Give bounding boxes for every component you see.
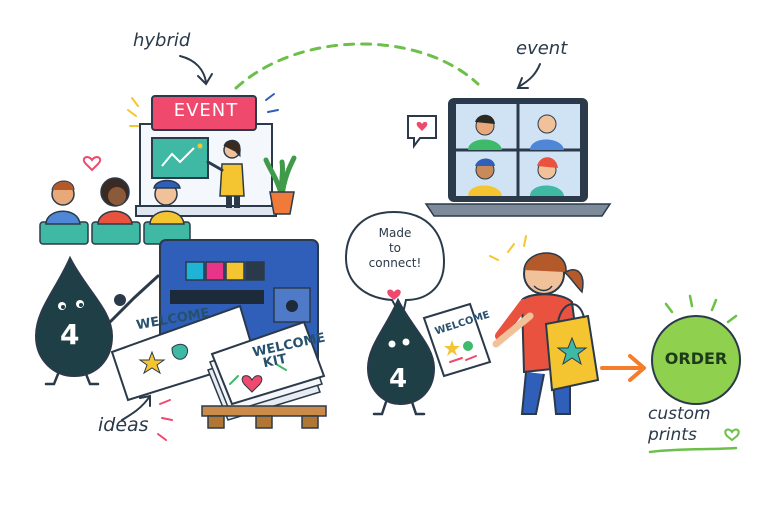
heart-icon [241, 375, 263, 393]
mascot-right-number: 4 [389, 364, 408, 394]
star-icon [138, 350, 166, 375]
heart-icon [82, 156, 102, 172]
woman-with-tote-bag [489, 235, 600, 415]
laptop-video-call [424, 98, 612, 217]
order-button-shape[interactable] [651, 315, 741, 405]
connection-dashed-arc [234, 42, 480, 90]
speech-bubble-text: Made to connect! [355, 226, 435, 271]
audience [39, 177, 191, 245]
printed-welcome-sheet [110, 304, 258, 402]
event-arrow-icon [516, 63, 541, 89]
welcome-kit-stack [201, 320, 327, 429]
heart-icon [724, 428, 740, 442]
welcome-handout [422, 302, 492, 378]
event-sign: EVENT [173, 100, 239, 121]
event-label: event [516, 38, 568, 59]
star-icon [444, 340, 460, 356]
custom-prints-line-2: prints [648, 425, 697, 445]
heart-icon [387, 289, 401, 300]
custom-prints-line-1: custom [648, 404, 711, 424]
hybrid-arrow-icon [179, 55, 213, 86]
chat-heart-icon [407, 115, 437, 149]
mascot-droplet-left [34, 255, 160, 386]
order-button[interactable]: ORDER [664, 349, 728, 368]
star-icon [556, 336, 588, 366]
hybrid-label: hybrid [133, 30, 191, 51]
speech-bubble-line-3: connect! [368, 256, 422, 270]
ideas-arrow-icon [121, 394, 151, 421]
speech-bubble-line-2: to [388, 241, 402, 255]
speech-bubble-line-1: Made [378, 226, 412, 240]
potted-plant [263, 155, 297, 215]
underline-stroke [648, 446, 738, 454]
ideas-label: ideas [98, 414, 149, 436]
mascot-droplet-right [366, 297, 436, 416]
arrow-icon [600, 354, 646, 382]
custom-prints-label: custom prints [648, 404, 748, 446]
mascot-left-number: 4 [60, 318, 80, 351]
